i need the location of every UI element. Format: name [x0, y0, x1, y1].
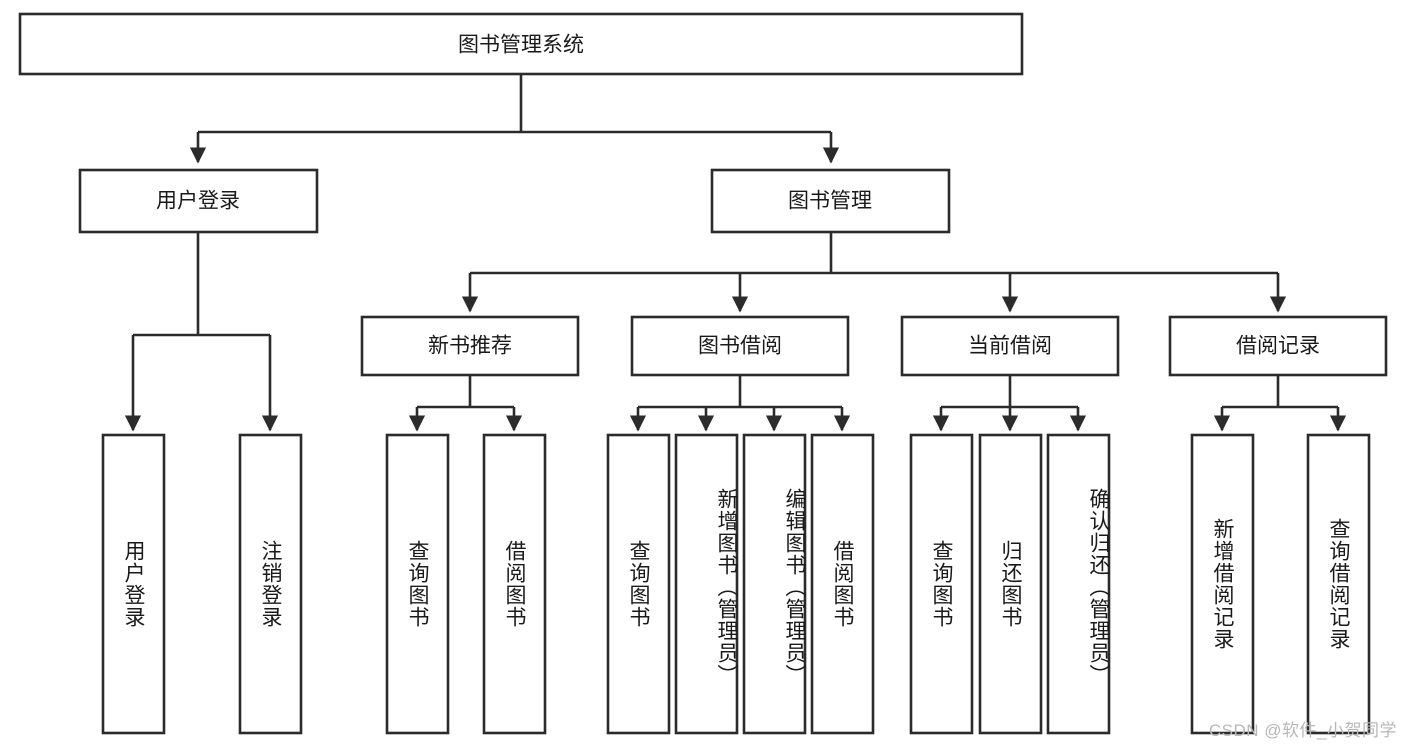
leaf-box-current-borrow-1[interactable]	[978, 433, 1043, 735]
node-root-label: 图书管理系统	[458, 34, 584, 57]
node-new-book-recommend-label: 新书推荐	[428, 335, 512, 358]
node-borrow-record-box[interactable]	[1168, 315, 1388, 377]
leaf-box-book-borrow-3[interactable]	[810, 433, 875, 735]
node-user-login-box[interactable]	[78, 168, 319, 234]
node-book-manage-label: 图书管理	[788, 190, 872, 213]
leaf-box-borrow-record-0[interactable]	[1190, 433, 1255, 735]
edge-group	[124, 74, 1347, 432]
leaf-box-new-book-1[interactable]	[482, 433, 547, 735]
node-borrow-record-label: 借阅记录	[1236, 335, 1320, 358]
node-group	[18, 12, 1388, 735]
leaf-box-current-borrow-0[interactable]	[909, 433, 974, 735]
label-group: 图书管理系统 用户登录 图书管理 新书推荐 图书借阅 当前借阅 借阅记录	[156, 34, 1320, 358]
leaf-box-book-borrow-0[interactable]	[606, 433, 671, 735]
leaf-box-user-login-1[interactable]	[238, 433, 303, 735]
leaf-box-borrow-record-1[interactable]	[1306, 433, 1371, 735]
node-current-borrow-box[interactable]	[900, 315, 1120, 377]
node-user-login-label: 用户登录	[156, 190, 240, 213]
node-current-borrow-label: 当前借阅	[968, 335, 1052, 358]
node-book-borrow-label: 图书借阅	[698, 335, 782, 358]
node-root-box[interactable]	[18, 12, 1024, 76]
leaf-box-new-book-0[interactable]	[385, 433, 450, 735]
leaf-box-book-borrow-1[interactable]	[674, 433, 739, 735]
leaf-box-book-borrow-2[interactable]	[742, 433, 807, 735]
node-new-book-recommend-box[interactable]	[360, 315, 580, 377]
node-book-borrow-box[interactable]	[630, 315, 850, 377]
watermark-label: CSDN @软件_小贺同学	[1208, 721, 1397, 740]
leaf-box-current-borrow-2[interactable]	[1046, 433, 1111, 735]
node-book-manage-box[interactable]	[710, 168, 951, 234]
leaf-box-user-login-0[interactable]	[101, 433, 166, 735]
